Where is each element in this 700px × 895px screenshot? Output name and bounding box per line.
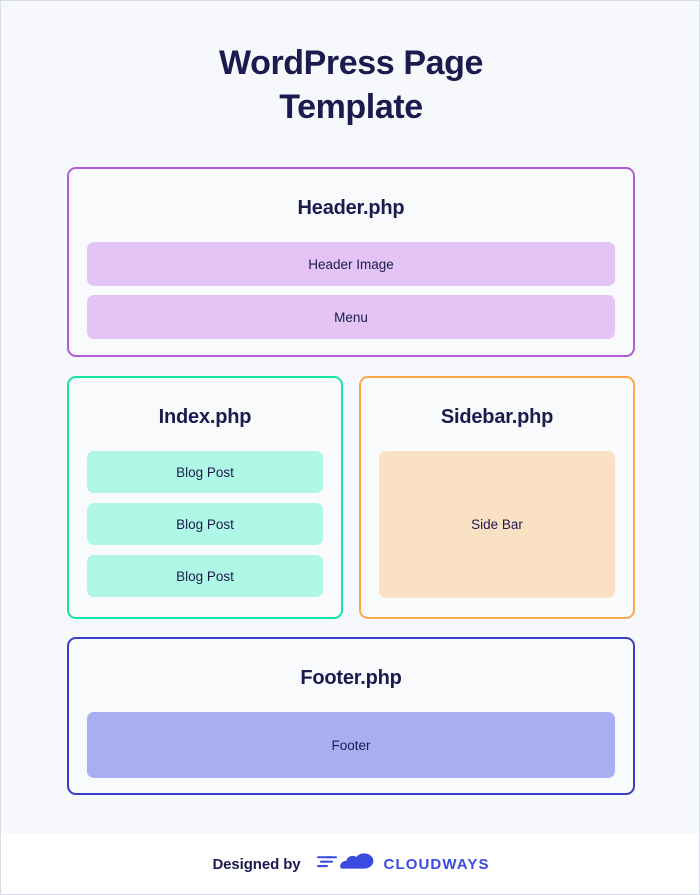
page-title-line-1: WordPress Page — [219, 44, 483, 82]
section-footer-php: Footer.php Footer — [67, 637, 635, 795]
block-side-bar: Side Bar — [379, 451, 615, 598]
section-header-php: Header.php Header Image Menu — [67, 167, 635, 357]
section-blocks-header-php: Header Image Menu — [69, 242, 633, 339]
section-blocks-index-php: Blog Post Blog Post Blog Post — [69, 451, 341, 597]
cloudways-wordmark: CLOUDWAYS — [383, 855, 490, 873]
page-title-line-2: Template — [279, 88, 423, 126]
section-blocks-sidebar-php: Side Bar — [361, 451, 633, 598]
page-title: WordPress Page Template — [1, 41, 699, 129]
block-menu: Menu — [87, 295, 615, 339]
cloudways-logo[interactable]: CLOUDWAYS — [316, 850, 490, 879]
branding-strip: Designed by CLOUDWAYS — [1, 833, 699, 894]
block-blog-post-3: Blog Post — [87, 555, 323, 597]
section-sidebar-php: Sidebar.php Side Bar — [359, 376, 635, 619]
block-footer: Footer — [87, 712, 615, 778]
designed-by-label: Designed by — [212, 855, 301, 873]
section-title-header-php: Header.php — [297, 197, 405, 219]
cloud-speed-icon — [316, 850, 377, 879]
section-blocks-footer-php: Footer — [69, 712, 633, 778]
section-title-index-php: Index.php — [158, 406, 252, 428]
block-header-image: Header Image — [87, 242, 615, 286]
section-title-footer-php: Footer.php — [300, 667, 402, 689]
section-index-php: Index.php Blog Post Blog Post Blog Post — [67, 376, 343, 619]
section-title-sidebar-php: Sidebar.php — [440, 406, 554, 428]
branding-inner: Designed by CLOUDWAYS — [212, 850, 489, 879]
block-blog-post-1: Blog Post — [87, 451, 323, 493]
block-blog-post-2: Blog Post — [87, 503, 323, 545]
